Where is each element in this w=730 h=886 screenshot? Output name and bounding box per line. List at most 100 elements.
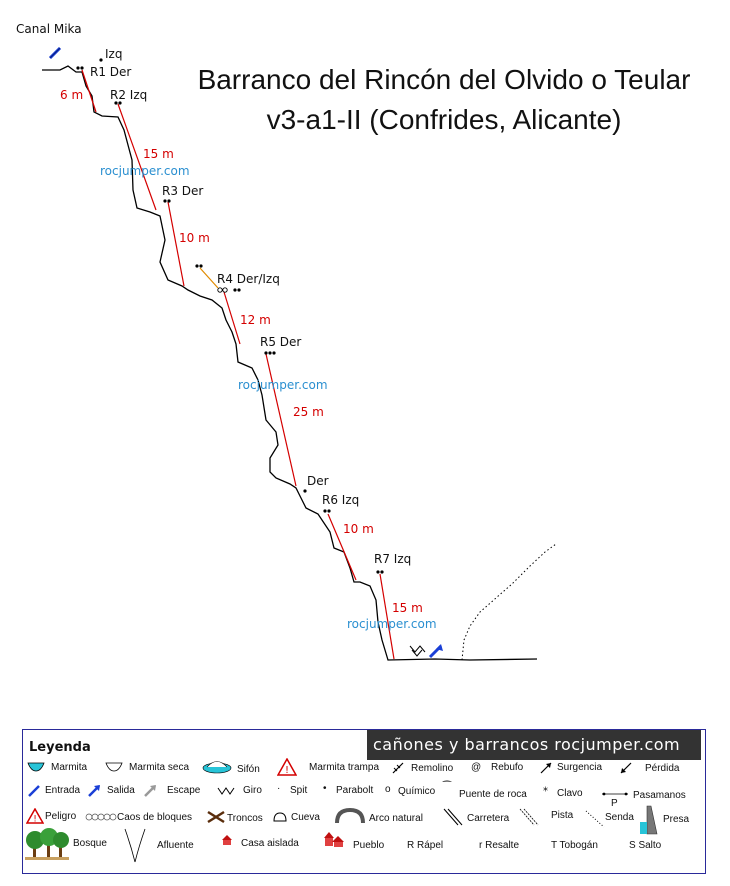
spit-icon: · — [277, 783, 281, 794]
legend-carretera: Carretera — [467, 813, 510, 824]
anchor-label-r7: R7 Izq — [374, 552, 412, 566]
entrada-icon — [48, 46, 62, 60]
senda-icon — [585, 810, 605, 828]
legend-rebufo: Rebufo — [491, 762, 524, 773]
length-r4: 12 m — [240, 313, 271, 327]
anchor-label-r6: R6 Izq — [322, 493, 360, 507]
legend-afluente: Afluente — [157, 840, 194, 851]
giro-icon — [409, 645, 426, 657]
legend-bosque: Bosque — [73, 838, 107, 849]
legend-panel: Leyenda cañones y barrancos rocjumper.co… — [22, 729, 706, 874]
surgencia-icon — [540, 762, 552, 774]
legend-surgencia: Surgencia — [557, 762, 603, 773]
rebufo-icon: @ — [471, 762, 482, 773]
legend-salto: S Salto — [629, 840, 662, 851]
legend-resalte: r Resalte — [479, 840, 520, 851]
salida-legend-icon — [88, 785, 100, 797]
marmita-seca-icon — [105, 762, 123, 772]
legend-marmita-trampa: Marmita trampa — [309, 762, 380, 773]
rappel-lines — [81, 69, 395, 660]
legend-marmita: Marmita — [51, 762, 88, 773]
quimico-icon: o — [385, 784, 391, 795]
carretera-icon — [443, 808, 463, 826]
anchor-label-r2: R2 Izq — [110, 88, 148, 102]
watermark-1: rocjumper.com — [100, 164, 190, 178]
legend-entrada: Entrada — [45, 785, 81, 796]
anchor-label-r5: R5 Der — [260, 335, 302, 349]
legend-pista: Pista — [551, 810, 574, 821]
perdida-icon — [620, 762, 632, 774]
legend-puente-roca: Puente de roca — [459, 789, 527, 800]
presa-icon — [640, 805, 658, 835]
pista-icon — [519, 808, 539, 826]
legend-presa: Presa — [663, 814, 690, 825]
legend-cueva: Cueva — [291, 812, 320, 823]
anchor-label-izq: Izq — [105, 47, 123, 61]
legend-sifon: Sifón — [237, 764, 260, 775]
legend-arco-natural: Arco natural — [369, 813, 423, 824]
length-r1: 6 m — [60, 88, 84, 102]
canyon-subtitle: v3-a1-II (Confrides, Alicante) — [266, 104, 622, 135]
pasamanos-icon — [602, 792, 628, 796]
legend-spit: Spit — [290, 785, 308, 796]
peligro-icon: ! — [26, 808, 44, 824]
legend-senda: Senda — [605, 812, 634, 823]
marmita-trampa-icon: ! — [277, 758, 297, 776]
salida-icon — [428, 644, 443, 659]
troncos-icon — [207, 810, 225, 824]
legend-salida: Salida — [107, 785, 135, 796]
canal-label: Canal Mika — [16, 22, 82, 36]
anchor-points — [76, 58, 384, 574]
canyon-title: Barranco del Rincón del Olvido o Teular — [197, 64, 691, 95]
legend-casa-aislada: Casa aislada — [241, 838, 299, 849]
legend-troncos: Troncos — [227, 813, 263, 824]
remolino-icon — [392, 762, 404, 774]
legend-pueblo: Pueblo — [353, 840, 385, 851]
legend-parabolt: Parabolt — [336, 785, 374, 796]
sifon-icon — [202, 761, 232, 774]
marmita-icon — [27, 762, 45, 772]
legend-quimico: Químico — [398, 786, 436, 797]
watermark-2: rocjumper.com — [238, 378, 328, 392]
giro-legend-icon — [217, 787, 235, 795]
parabolt-icon: • — [323, 783, 327, 794]
legend-giro: Giro — [243, 785, 262, 796]
legend-caos-bloques: Caos de bloques — [117, 812, 193, 823]
length-r6: 10 m — [343, 522, 374, 536]
legend-brand: cañones y barrancos rocjumper.com — [367, 730, 701, 760]
legend-peligro: Peligro — [45, 811, 77, 822]
chemical-anchors — [217, 287, 228, 293]
afluente-senda — [461, 543, 557, 661]
canyon-topo — [42, 46, 557, 661]
svg-text:!: ! — [285, 765, 289, 776]
anchor-label-der: Der — [307, 474, 329, 488]
anchor-label-r3: R3 Der — [162, 184, 204, 198]
legend-pasamanos: Pasamanos — [633, 790, 686, 801]
anchor-label-r1: R1 Der — [90, 65, 132, 79]
legend-marmita-seca: Marmita seca — [129, 762, 190, 773]
length-r2: 15 m — [143, 147, 174, 161]
legend-tobogan: T Tobogán — [551, 840, 598, 851]
cueva-icon — [273, 812, 287, 822]
length-r7: 15 m — [392, 601, 423, 615]
legend-rapel: R Rápel — [407, 840, 444, 851]
legend-clavo: Clavo — [557, 788, 583, 799]
casa-aislada-icon — [222, 835, 232, 845]
escape-icon — [144, 785, 156, 797]
legend-escape: Escape — [167, 785, 201, 796]
puente-roca-icon: ⁀ — [443, 782, 452, 793]
canyon-profile — [42, 65, 538, 661]
svg-text:!: ! — [33, 815, 37, 825]
anchor-label-r4: R4 Der/Izq — [217, 272, 280, 286]
bosque-icon — [25, 828, 69, 860]
legend-title: Leyenda — [29, 740, 91, 755]
pasamanos-r4 — [199, 267, 219, 289]
entrada-legend-icon — [28, 785, 40, 797]
watermark-3: rocjumper.com — [347, 617, 437, 631]
legend-perdida: Pérdida — [645, 763, 680, 774]
caos-bloques-icon — [85, 813, 117, 821]
clavo-icon: ⁎ — [543, 783, 548, 794]
length-r3: 10 m — [179, 231, 210, 245]
arco-natural-icon — [335, 808, 365, 824]
pasamanos-p-label: P — [611, 798, 618, 809]
